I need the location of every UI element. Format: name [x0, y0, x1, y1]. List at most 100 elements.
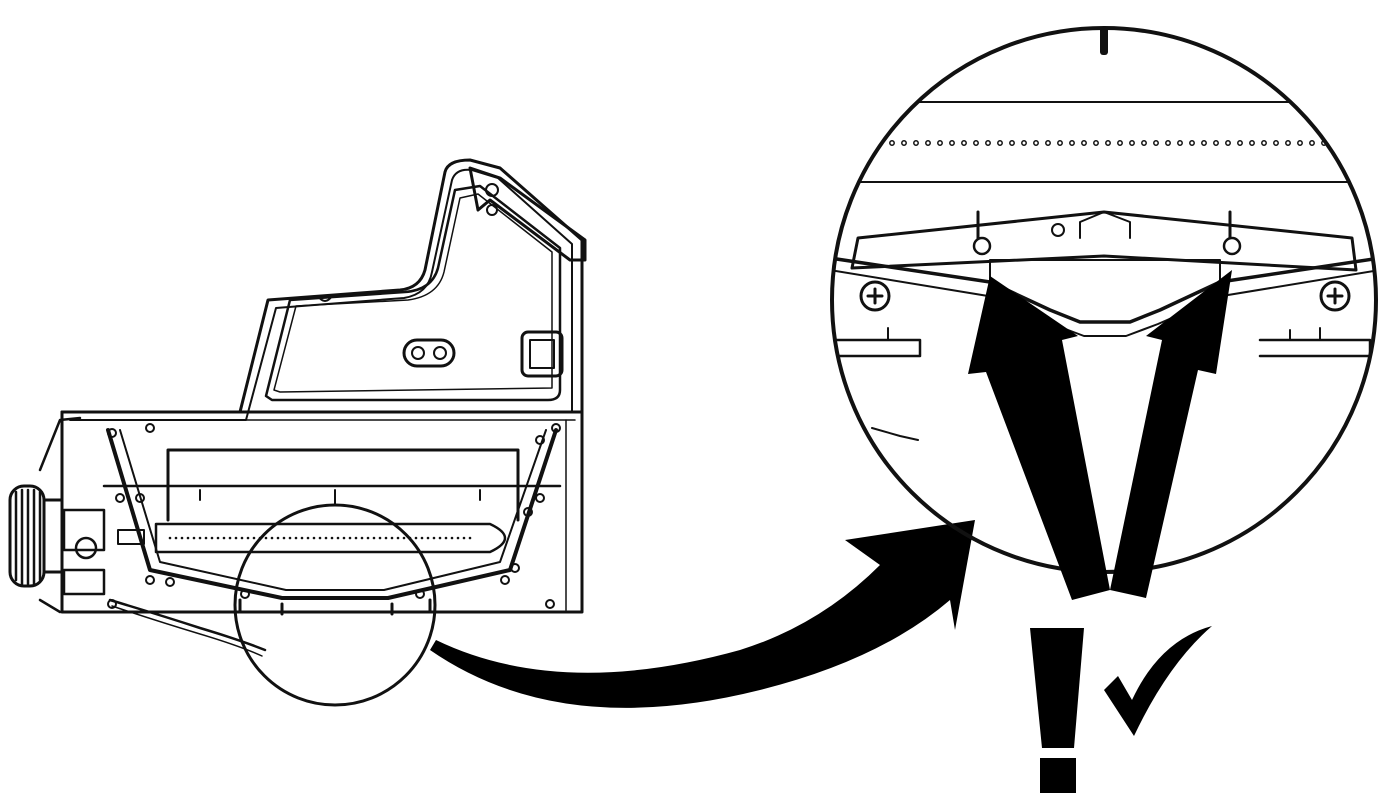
screw — [145, 423, 155, 433]
zoom-burner-hole — [961, 140, 967, 146]
zoom-burner-hole — [925, 140, 931, 146]
zoom-burner-hole — [1261, 140, 1267, 146]
screw — [415, 589, 425, 599]
burner-hole — [204, 536, 208, 540]
zoom-burner-hole — [1069, 140, 1075, 146]
burner-hole — [432, 536, 436, 540]
burner-hole — [234, 536, 238, 540]
zoom-burner-hole — [1153, 140, 1159, 146]
burner-hole — [396, 536, 400, 540]
burner-hole — [372, 536, 376, 540]
zoom-burner-hole — [973, 140, 979, 146]
burner-hole — [246, 536, 250, 540]
appliance-side-view — [8, 158, 587, 657]
burner-holes — [168, 536, 472, 540]
curved-arrow — [430, 520, 975, 708]
zoom-burner-hole — [1309, 140, 1315, 146]
burner-hole — [264, 536, 268, 540]
burner-hole — [240, 536, 244, 540]
zoom-burner-hole — [949, 140, 955, 146]
detail-callout-circle — [233, 503, 437, 707]
square-latch — [520, 330, 564, 378]
zoom-burner-hole — [1045, 140, 1051, 146]
burner-hole — [342, 536, 346, 540]
burner-hole — [462, 536, 466, 540]
burner-tube — [154, 522, 507, 554]
burner-hole — [186, 536, 190, 540]
screw — [500, 575, 510, 585]
screw — [535, 493, 545, 503]
burner-hole — [336, 536, 340, 540]
burner-hole — [420, 536, 424, 540]
left-pointing-arrow — [968, 276, 1110, 600]
burner-hole — [222, 536, 226, 540]
burner-hole — [198, 536, 202, 540]
burner-hole — [228, 536, 232, 540]
check-mark-icon — [1104, 626, 1212, 736]
zoom-burner-hole — [1105, 140, 1111, 146]
burner-hole — [192, 536, 196, 540]
burner-hole — [450, 536, 454, 540]
screw — [535, 435, 545, 445]
zoom-burner-hole — [1021, 140, 1027, 146]
zoom-burner-hole — [889, 140, 895, 146]
zoom-burner-hole — [1177, 140, 1183, 146]
screw — [510, 563, 520, 573]
zoom-burner-hole — [985, 140, 991, 146]
screw — [545, 599, 555, 609]
control-knob — [8, 416, 82, 614]
screw — [115, 493, 125, 503]
burner-hole — [306, 536, 310, 540]
zoom-tray-plate — [850, 210, 1358, 272]
burner-hole — [438, 536, 442, 540]
zoom-burner-hole — [1285, 140, 1291, 146]
burner-hole — [318, 536, 322, 540]
ignition-wire — [108, 598, 267, 652]
burner-hole — [390, 536, 394, 540]
zoom-burner-hole — [1297, 140, 1303, 146]
zoom-burner-hole — [913, 140, 919, 146]
burner-hole — [288, 536, 292, 540]
lower-body-outline — [60, 410, 584, 614]
burner-hole — [426, 536, 430, 540]
zoom-burner-hole — [1225, 140, 1231, 146]
zoom-burner-hole — [1249, 140, 1255, 146]
burner-hole — [300, 536, 304, 540]
zoomed-detail — [832, 28, 1376, 441]
screw — [240, 589, 250, 599]
burner-hole — [360, 536, 364, 540]
burner-hole — [402, 536, 406, 540]
zoom-burner-hole — [1237, 140, 1243, 146]
burner-hole — [324, 536, 328, 540]
burner-hole — [174, 536, 178, 540]
burner-hole — [270, 536, 274, 540]
hinge-bracket — [468, 166, 587, 262]
zoom-burner-hole — [1057, 140, 1063, 146]
screw — [135, 493, 145, 503]
zoom-burner-hole — [1129, 140, 1135, 146]
zoom-burner-hole — [1141, 140, 1147, 146]
zoom-burner-hole — [1117, 140, 1123, 146]
tray-frame — [106, 428, 558, 600]
burner-hole — [168, 536, 172, 540]
zoom-burner-hole — [1273, 140, 1279, 146]
burner-hole — [180, 536, 184, 540]
zoom-burner-hole — [901, 140, 907, 146]
zoom-burner-hole — [937, 140, 943, 146]
screw — [523, 507, 533, 517]
screw — [107, 428, 117, 438]
zoomed-detail-circle — [830, 26, 1378, 574]
zoom-burner-hole — [1033, 140, 1039, 146]
side-window-panel — [264, 184, 562, 402]
zoom-burner-hole — [1081, 140, 1087, 146]
burner-hole — [456, 536, 460, 540]
screws — [107, 423, 561, 609]
burner-hole — [282, 536, 286, 540]
zoom-burner-hole — [1333, 140, 1339, 146]
upper-housing-outline — [60, 158, 584, 414]
burner-hole — [468, 536, 472, 540]
burner-hole — [216, 536, 220, 540]
screw — [145, 575, 155, 585]
burner-hole — [210, 536, 214, 540]
